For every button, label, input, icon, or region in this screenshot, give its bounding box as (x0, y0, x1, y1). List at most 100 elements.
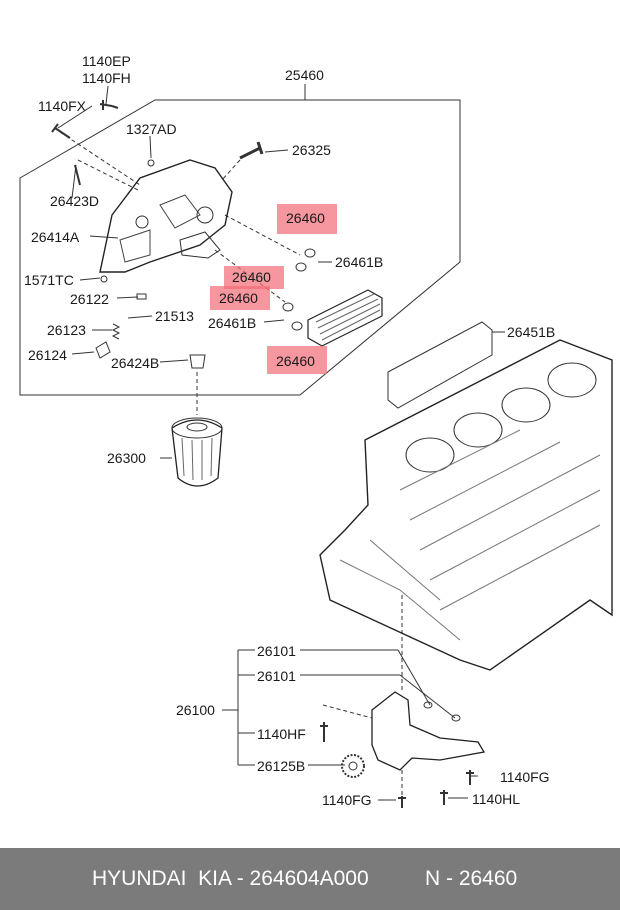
bracket-leader (222, 649, 255, 766)
highlight-label-26460-2: 26460 (232, 269, 271, 285)
leader-line (397, 649, 431, 706)
part-label-26125b: 26125B (257, 758, 306, 774)
o-ring (295, 262, 307, 272)
leader-line (263, 319, 285, 323)
bolt (99, 100, 119, 110)
dashed-leader (221, 159, 241, 181)
highlight-label-26460-4: 26460 (276, 353, 315, 369)
pump-ring (451, 714, 461, 722)
part-label-26122: 26122 (70, 291, 109, 307)
part-label-1571tc: 1571TC (24, 272, 74, 288)
highlight-label-26460-1: 26460 (286, 210, 325, 226)
part-label-1140hf: 1140HF (257, 726, 306, 742)
footer-reference-number: N - 26460 (425, 867, 518, 890)
part-label-1140fh: 1140FH (82, 70, 131, 86)
part-label-26414a: 26414A (31, 229, 80, 245)
spring (111, 323, 121, 340)
bolt (239, 141, 264, 160)
highlight-box-26460-4 (267, 346, 327, 374)
highlight-box-26460-1 (277, 204, 337, 234)
plug (100, 275, 108, 283)
part-label-25460: 25460 (285, 67, 324, 83)
cylinder-bore (547, 362, 597, 398)
leader-line (399, 674, 456, 719)
part-label-26101-lower: 26101 (257, 668, 296, 684)
block-ribs (399, 429, 601, 611)
o-ring (304, 248, 316, 258)
part-label-1140hl: 1140HL (472, 791, 521, 807)
footer-brand-part-number: HYUNDAI KIA - 264604A000 (92, 867, 369, 890)
leader-line (57, 105, 93, 129)
pump-gear (341, 754, 365, 778)
valve-part (136, 293, 147, 300)
part-label-26461b-lower: 26461B (208, 315, 257, 331)
cylinder-bore (453, 412, 503, 448)
assembly-frame (19, 99, 461, 396)
o-ring (282, 302, 294, 312)
bolt (466, 770, 474, 785)
cooler-fins (315, 293, 381, 341)
leader-line (79, 277, 101, 281)
leader-line (71, 164, 77, 199)
housing-port (135, 215, 149, 229)
cylinder-bore (405, 437, 455, 473)
gasket (387, 321, 493, 409)
part-label-21513: 21513 (155, 308, 194, 324)
part-label-26461b-upper: 26461B (335, 254, 384, 270)
leader-line (149, 135, 152, 159)
footer-bar: HYUNDAI KIA - 264604A000 N - 26460 (0, 848, 620, 910)
leader-line (127, 315, 153, 319)
housing-outlet (179, 231, 221, 259)
part-label-26123: 26123 (47, 322, 86, 338)
filter-top (171, 417, 223, 439)
pump-ring (423, 701, 433, 709)
leader-line (105, 85, 109, 105)
filter-ribs (181, 437, 213, 481)
oil-filter (171, 419, 223, 487)
nut (147, 159, 155, 167)
bolt (398, 796, 406, 808)
part-label-1140fg-right: 1140FG (500, 769, 550, 785)
bolt (440, 790, 448, 805)
leader-line (71, 351, 95, 355)
part-label-26300: 26300 (107, 450, 146, 466)
pump-gear-hub (348, 761, 358, 771)
parts-diagram-canvas (19, 84, 613, 808)
housing-detail (119, 194, 201, 263)
highlight-box-26460-3 (210, 286, 270, 310)
bolt (320, 722, 328, 742)
oil-pump (371, 691, 486, 771)
plug-bolt (95, 341, 111, 359)
highlight-label-26460-3: 26460 (219, 290, 258, 306)
cylinder-bore (501, 387, 551, 423)
block-skirt (339, 539, 461, 641)
dashed-leader (322, 704, 373, 719)
dashed-leader (77, 159, 139, 191)
o-ring (291, 321, 303, 331)
highlight-box-26460-2 (224, 266, 284, 289)
leader-line (89, 235, 119, 239)
leader-line (116, 296, 139, 299)
bolt (51, 123, 71, 139)
leader-line (159, 359, 189, 363)
dashed-leader (59, 131, 141, 186)
stud (74, 164, 81, 186)
part-label-1140fg-left: 1140FG (322, 792, 372, 808)
part-label-26451b: 26451B (507, 324, 556, 340)
part-label-1140fx: 1140FX (38, 98, 86, 114)
union-bolt (189, 354, 206, 369)
housing-port (196, 206, 214, 224)
engine-block (319, 339, 613, 671)
leader-line (264, 149, 289, 153)
part-label-1140ep: 1140EP (82, 53, 131, 69)
part-label-26423d: 26423D (50, 193, 100, 209)
part-label-1327ad: 1327AD (126, 121, 177, 137)
part-label-26424b: 26424B (111, 355, 160, 371)
part-label-26325: 26325 (292, 142, 331, 158)
part-label-26124: 26124 (28, 347, 67, 363)
part-label-26101-upper: 26101 (257, 643, 296, 659)
part-label-26100: 26100 (176, 702, 215, 718)
dashed-leader (224, 214, 301, 256)
filter-thread (186, 422, 208, 432)
oil-module-housing (99, 159, 233, 273)
